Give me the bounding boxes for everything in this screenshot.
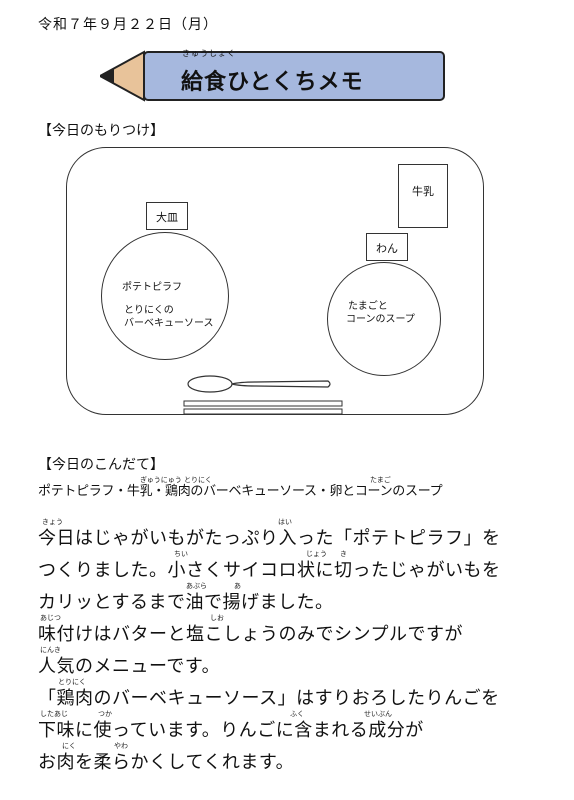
bowl-item: たまごと: [348, 301, 388, 312]
body-ruby: ちい: [174, 550, 188, 558]
body-line: 下味に使っています。りんごに含まれる成分が: [38, 720, 424, 741]
body-line: カリッとするまで油で揚げました。: [38, 592, 334, 613]
body-ruby: はい: [278, 518, 292, 526]
ruby-chicken: とりにく: [184, 476, 212, 484]
bowl-circle: [327, 262, 441, 376]
body-line: 「鶏肉のバーベキューソース」はすりおろしたりんごを: [38, 688, 500, 709]
plate-circle: [101, 232, 229, 360]
banner-title: 給食ひとくちメモ: [181, 70, 364, 95]
body-line: 今日はじゃがいもがたっぷり入った「ポテトピラフ」を: [38, 528, 501, 549]
body-ruby: じょう: [306, 550, 327, 558]
plate-item: ポテトピラフ: [122, 282, 182, 293]
body-ruby: き: [340, 550, 347, 558]
spoon-chopsticks-icon: [183, 375, 343, 415]
plate-item: とりにくの: [124, 305, 174, 316]
body-ruby: しお: [210, 614, 224, 622]
body-line: お肉を柔らかくしてくれます。: [38, 752, 295, 773]
body-line: つくりました。小さくサイコロ状に切ったじゃがいもを: [38, 560, 501, 581]
ruby-milk: ぎゅうにゅう: [140, 476, 182, 484]
body-ruby: あぶら: [186, 582, 207, 590]
bowl-item: コーンのスープ: [346, 314, 415, 325]
body-line: 味付けはバターと塩こしょうのみでシンプルですが: [38, 624, 463, 645]
body-ruby: とりにく: [58, 678, 86, 686]
body-ruby: やわ: [114, 742, 128, 750]
plate-label: 大皿: [146, 202, 188, 230]
ruby-egg: たまご: [370, 476, 391, 484]
milk-box: 牛乳: [398, 164, 448, 228]
plate-item: バーベキューソース: [124, 318, 214, 329]
body-ruby: にんき: [40, 646, 61, 654]
banner: [100, 50, 450, 102]
body-ruby: せいぶん: [364, 710, 392, 718]
body-ruby: あじつ: [40, 614, 61, 622]
body-ruby: つか: [98, 710, 112, 718]
section-kondate: 【今日のこんだて】: [38, 457, 164, 473]
menu-list: ポテトピラフ・牛乳・鶏肉のバーベキューソース・卵とコーンのスープ: [38, 484, 443, 499]
body-ruby: きょう: [42, 518, 63, 526]
body-ruby: あ: [234, 582, 241, 590]
banner-ruby: きゅうしょく: [182, 49, 236, 58]
body-ruby: ふく: [290, 710, 304, 718]
section-moritsuke: 【今日のもりつけ】: [38, 123, 165, 139]
date: 令和７年９月２２日（月）: [38, 17, 218, 33]
bowl-label: わん: [366, 233, 408, 261]
body-ruby: にく: [62, 742, 76, 750]
pencil-icon: [100, 50, 445, 102]
body-ruby: したあじ: [40, 710, 68, 718]
body-line: 人気のメニューです。: [38, 656, 221, 677]
